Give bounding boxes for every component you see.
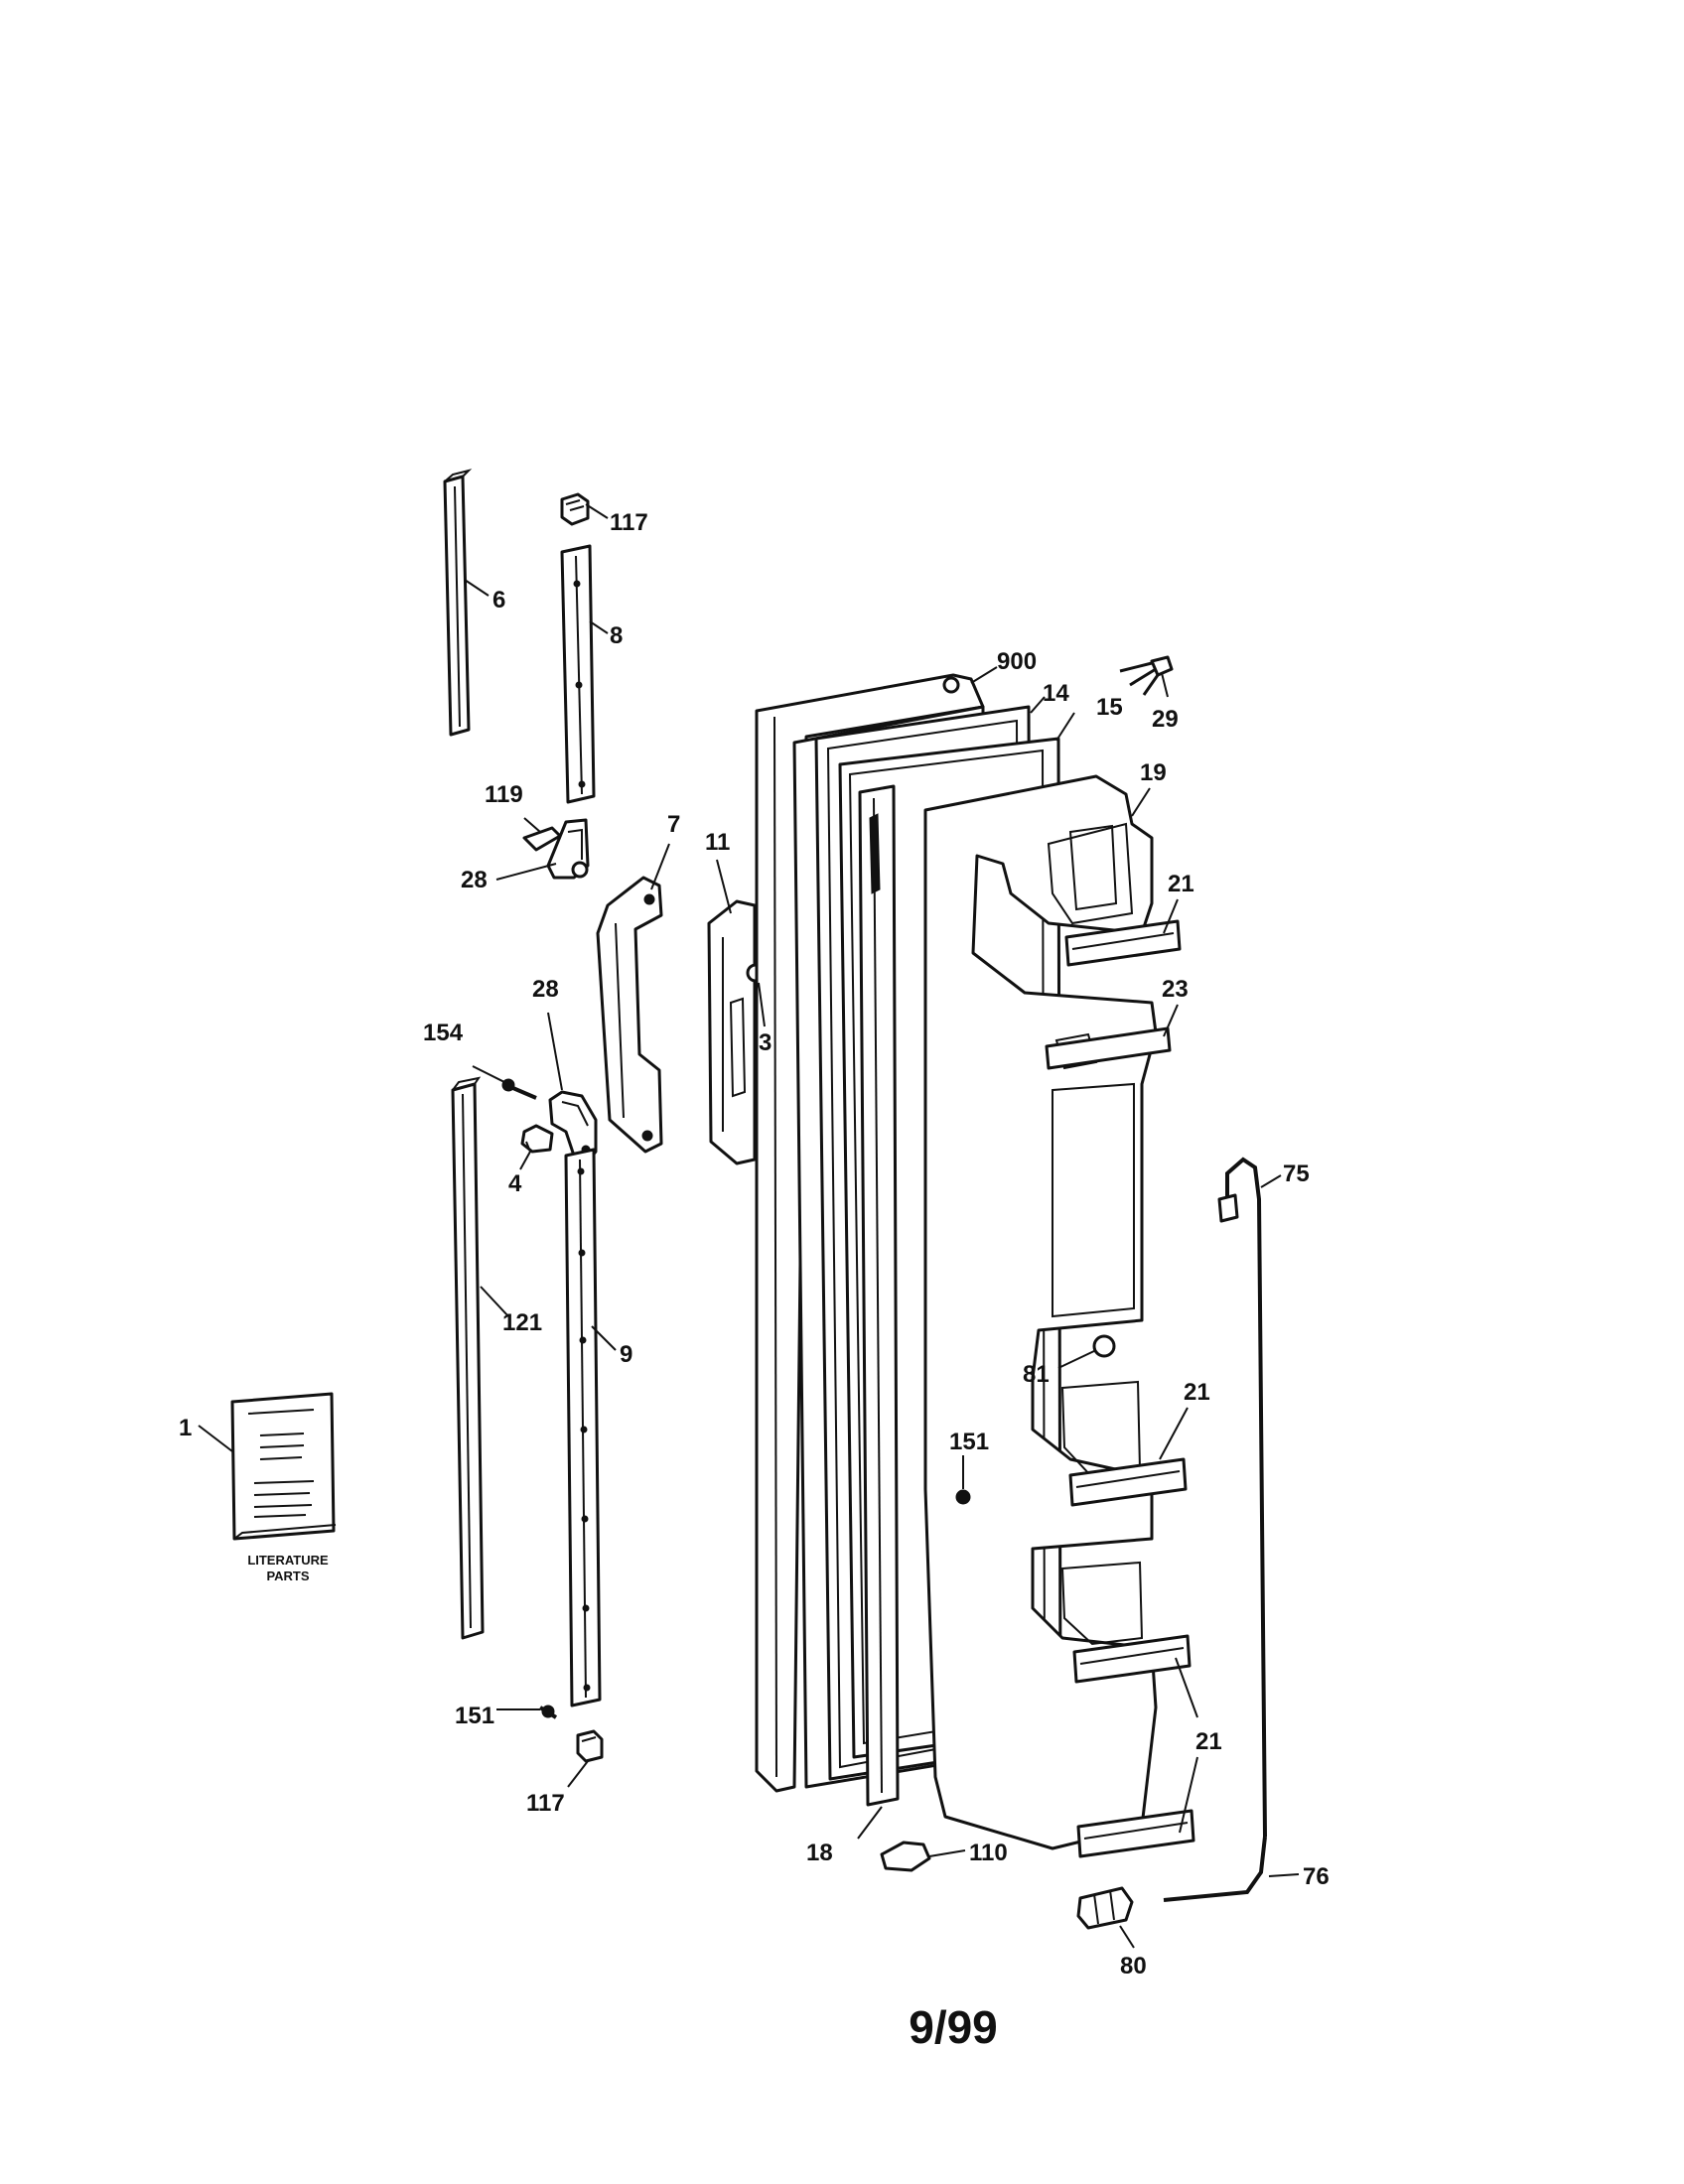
callout-117-bottom: 117 (526, 1790, 565, 1817)
callout-labels: 117 6 8 119 28 7 28 154 4 121 9 1 151 11… (179, 509, 1330, 1979)
callout-28-top: 28 (461, 867, 488, 893)
part-80-fitting (1076, 1886, 1134, 1930)
part-9-long-channel (564, 1148, 602, 1707)
callout-80: 80 (1120, 1953, 1147, 1979)
callout-3: 3 (759, 1029, 772, 1056)
callout-81: 81 (1023, 1361, 1050, 1388)
part-117-bottom-cap (576, 1729, 604, 1763)
booklet-label-line2: PARTS (266, 1569, 309, 1583)
callout-21-c: 21 (1195, 1728, 1222, 1755)
part-81-plug (1092, 1334, 1116, 1358)
callout-110: 110 (969, 1840, 1008, 1866)
callout-21-b: 21 (1184, 1379, 1210, 1406)
callout-117-top: 117 (610, 509, 648, 536)
part-28-top-hinge (546, 818, 590, 880)
part-151-left-screw (538, 1705, 558, 1719)
callout-4: 4 (508, 1170, 522, 1197)
part-8-channel (560, 544, 596, 804)
part-21-shelf-bin-a (1064, 919, 1182, 967)
part-75-water-tube-top (1217, 1157, 1267, 1838)
part-151-right-screw (955, 1489, 971, 1505)
callout-154: 154 (423, 1020, 464, 1046)
callout-900: 900 (997, 648, 1037, 675)
callout-1: 1 (179, 1415, 192, 1441)
part-18-breaker-strip (858, 784, 900, 1807)
callout-23: 23 (1162, 976, 1189, 1003)
callout-21-a: 21 (1168, 871, 1194, 897)
part-21-shelf-bin-c (1072, 1634, 1192, 1684)
part-110-cap (880, 1841, 931, 1872)
part-21-shelf-bin-d (1076, 1809, 1195, 1858)
callout-6: 6 (492, 587, 505, 614)
footer-date-code: 9/99 (909, 2001, 998, 2053)
part-121-long-trim (451, 1076, 485, 1640)
part-11-handle-plate (707, 899, 757, 1165)
part-6-trim-strip (443, 469, 473, 737)
callout-9: 9 (620, 1341, 632, 1368)
booklet-label-line1: LITERATURE (247, 1553, 329, 1568)
callout-151-left: 151 (455, 1703, 494, 1729)
callout-19: 19 (1140, 759, 1167, 786)
callout-11: 11 (705, 829, 730, 856)
callout-15: 15 (1096, 694, 1123, 721)
callout-119: 119 (485, 781, 523, 808)
part-1-literature-booklet (230, 1392, 337, 1541)
callout-14: 14 (1043, 680, 1069, 707)
callout-18: 18 (806, 1840, 833, 1866)
leader-lines (198, 503, 1300, 1949)
part-23-shelf-bin (1045, 1026, 1172, 1070)
part-21-shelf-bin-b (1068, 1457, 1188, 1507)
part-7-handle (596, 876, 663, 1154)
callout-7: 7 (667, 811, 680, 838)
callout-28-mid: 28 (532, 976, 559, 1003)
callout-121: 121 (502, 1309, 542, 1336)
callout-151-right: 151 (949, 1429, 989, 1455)
part-154-screw (501, 1078, 537, 1100)
part-76-water-tube-bottom (1163, 1836, 1267, 1902)
callout-75: 75 (1283, 1160, 1310, 1187)
callout-8: 8 (610, 622, 623, 649)
part-117-top-cap (560, 492, 590, 526)
callout-76: 76 (1303, 1863, 1330, 1890)
part-29-wire-harness (1119, 655, 1174, 696)
callout-29: 29 (1152, 706, 1179, 733)
part-4-bracket (520, 1124, 554, 1154)
